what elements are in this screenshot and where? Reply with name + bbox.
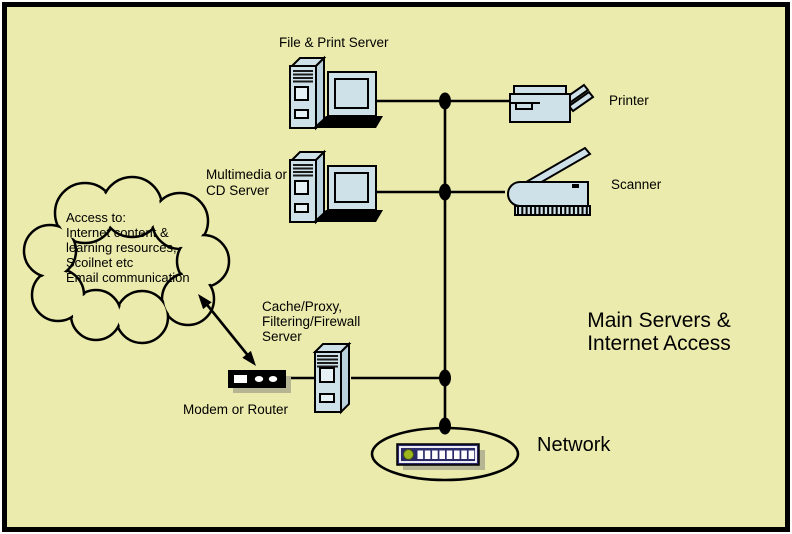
cloud-text-line3: learning resources,	[66, 240, 177, 255]
network-ellipse	[370, 426, 520, 482]
diagram-title-line1: Main Servers &	[587, 309, 731, 332]
cloud-text-line5: Email communication	[66, 270, 190, 285]
label-firewall-line2: Filtering/Firewall	[262, 314, 361, 329]
label-modem-router: Modem or Router	[183, 402, 289, 417]
cloud-text-line1: Access to:	[66, 210, 126, 225]
label-firewall-server: Cache/Proxy, Filtering/Firewall Server	[262, 299, 360, 344]
internet-cloud-icon	[22, 175, 231, 345]
network-hub-icon	[396, 443, 485, 470]
label-scanner: Scanner	[611, 177, 662, 192]
label-multimedia-line1: Multimedia or	[206, 167, 288, 182]
cloud-text-line2: Internet content &	[66, 225, 169, 240]
scanner-icon	[507, 146, 592, 216]
label-network: Network	[537, 434, 611, 456]
cloud-text-line4: Scoilnet etc	[66, 255, 134, 270]
firewall-server-icon	[312, 341, 352, 415]
label-multimedia-line2: CD Server	[206, 183, 270, 198]
label-file-print-server: File & Print Server	[279, 35, 389, 50]
diagram-title: Main Servers & Internet Access	[570, 309, 748, 355]
junction-dot	[439, 417, 451, 435]
label-printer: Printer	[609, 93, 649, 108]
computer-icon-file-print-server	[289, 57, 384, 129]
label-firewall-line1: Cache/Proxy,	[262, 299, 343, 314]
junction-dot	[439, 183, 451, 201]
printer-icon	[509, 83, 595, 123]
hub-led	[403, 449, 414, 460]
cloud-modem-arrow	[198, 294, 256, 366]
modem-icon	[228, 370, 291, 393]
computer-icon-multimedia-server	[289, 151, 384, 223]
label-multimedia-server: Multimedia or CD Server	[206, 167, 287, 199]
junction-dot	[439, 369, 451, 387]
cloud-text: Access to: Internet content & learning r…	[66, 210, 190, 285]
diagram-title-line2: Internet Access	[587, 332, 731, 355]
junction-dot	[439, 92, 451, 110]
label-firewall-line3: Server	[262, 329, 302, 344]
